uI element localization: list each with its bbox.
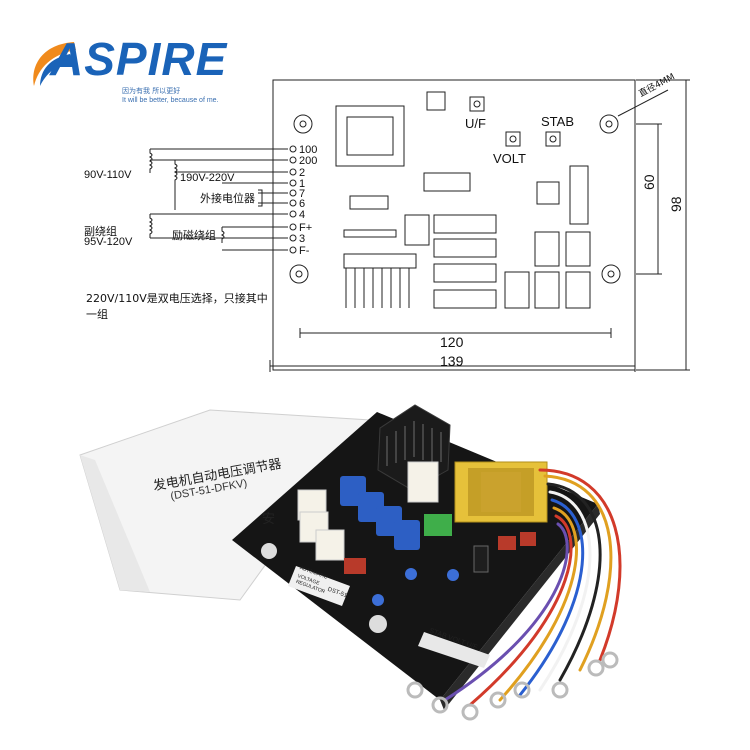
mount-hole [299,120,307,128]
transformer-outline [335,105,405,167]
brand-tagline: 因为有我 所以更好 It will be better, because of … [122,87,219,105]
component [565,231,591,267]
terminal-label: 200 [299,155,317,167]
pot-blue [405,568,417,580]
label-90-110v: 90V-110V [84,169,132,181]
dim-60: 60 [641,174,657,190]
transformer-core [346,116,394,156]
component [433,289,497,309]
dim-98: 98 [668,196,684,212]
component [423,172,471,192]
pot-label-stab: STAB [541,114,574,129]
brand-logo: ASPIRE 因为有我 所以更好 It will be better, beca… [18,30,248,110]
terminal-label: 1 [299,178,305,190]
component [569,165,589,225]
terminal-label: 100 [299,144,317,156]
capacitor-white [407,461,439,503]
label-excitation-winding: 励磁绕组 [172,229,216,242]
component [426,91,446,111]
manual-subtitle: 安 [262,512,276,527]
capacitor-blue [394,520,420,550]
pot-label-uf: U/F [465,116,486,131]
component [534,231,560,267]
terminal-label: 4 [299,209,305,221]
heatsink-fins [345,268,410,308]
pot-uf [469,96,485,112]
component [404,214,430,246]
label-95-120v: 95V-120V [84,236,133,248]
component [534,271,560,309]
note-line-2: 一组 [86,308,108,321]
mount-hole [293,114,313,134]
terminal-label: 2 [299,167,305,179]
mount-hole [599,114,619,134]
resistor-red [344,558,366,574]
pot-label-strip [418,632,490,668]
component [504,271,530,309]
board-outline [272,79,636,371]
board-hole [369,615,387,633]
board-label [288,566,350,606]
capacitor-green [424,514,452,536]
mount-hole [605,120,613,128]
mount-hole [289,264,309,284]
terminal-label: 6 [299,198,305,210]
note-line-1: 220V/110V是双电压选择，只接其中 [86,292,268,305]
label-aux-winding: 副绕组 [84,225,117,238]
component [349,195,389,210]
mount-hole [295,270,303,278]
heatsink [343,253,417,269]
logo-swoosh-icon [33,42,76,86]
label-external-pot: 外接电位器 [200,192,255,205]
wire-harness [443,468,622,707]
terminal-label: F- [299,245,310,257]
terminal-label: 3 [299,233,305,245]
component [433,238,497,258]
product-photo [79,404,622,721]
pot-blue [372,594,384,606]
pot-volt [505,131,521,147]
capacitor-white [315,529,345,561]
dim-139: 139 [440,353,464,369]
dim-120: 120 [440,334,464,350]
component [433,263,497,283]
component [433,214,497,234]
capacitor-electrolytic [473,545,489,573]
mount-hole [601,264,621,284]
pot-label-volt: VOLT [493,151,526,166]
wiring-diagram: 100 200 2 1 7 6 4 F+ 3 F- [148,79,690,372]
ring-terminals [406,651,619,721]
pot-blue [447,569,459,581]
brand-tagline-en: It will be better, because of me. [122,97,219,104]
terminal-label: 7 [299,188,305,200]
pot-stab [545,131,561,147]
label-190-220v: 190V-220V [180,172,235,184]
terminal-label: F+ [299,222,312,234]
brand-tagline-cn: 因为有我 所以更好 [122,87,181,95]
component [343,229,397,238]
brand-name: ASPIRE [50,33,228,85]
mount-hole [607,270,615,278]
board-hole [261,543,277,559]
component [536,181,560,205]
component [565,271,591,309]
